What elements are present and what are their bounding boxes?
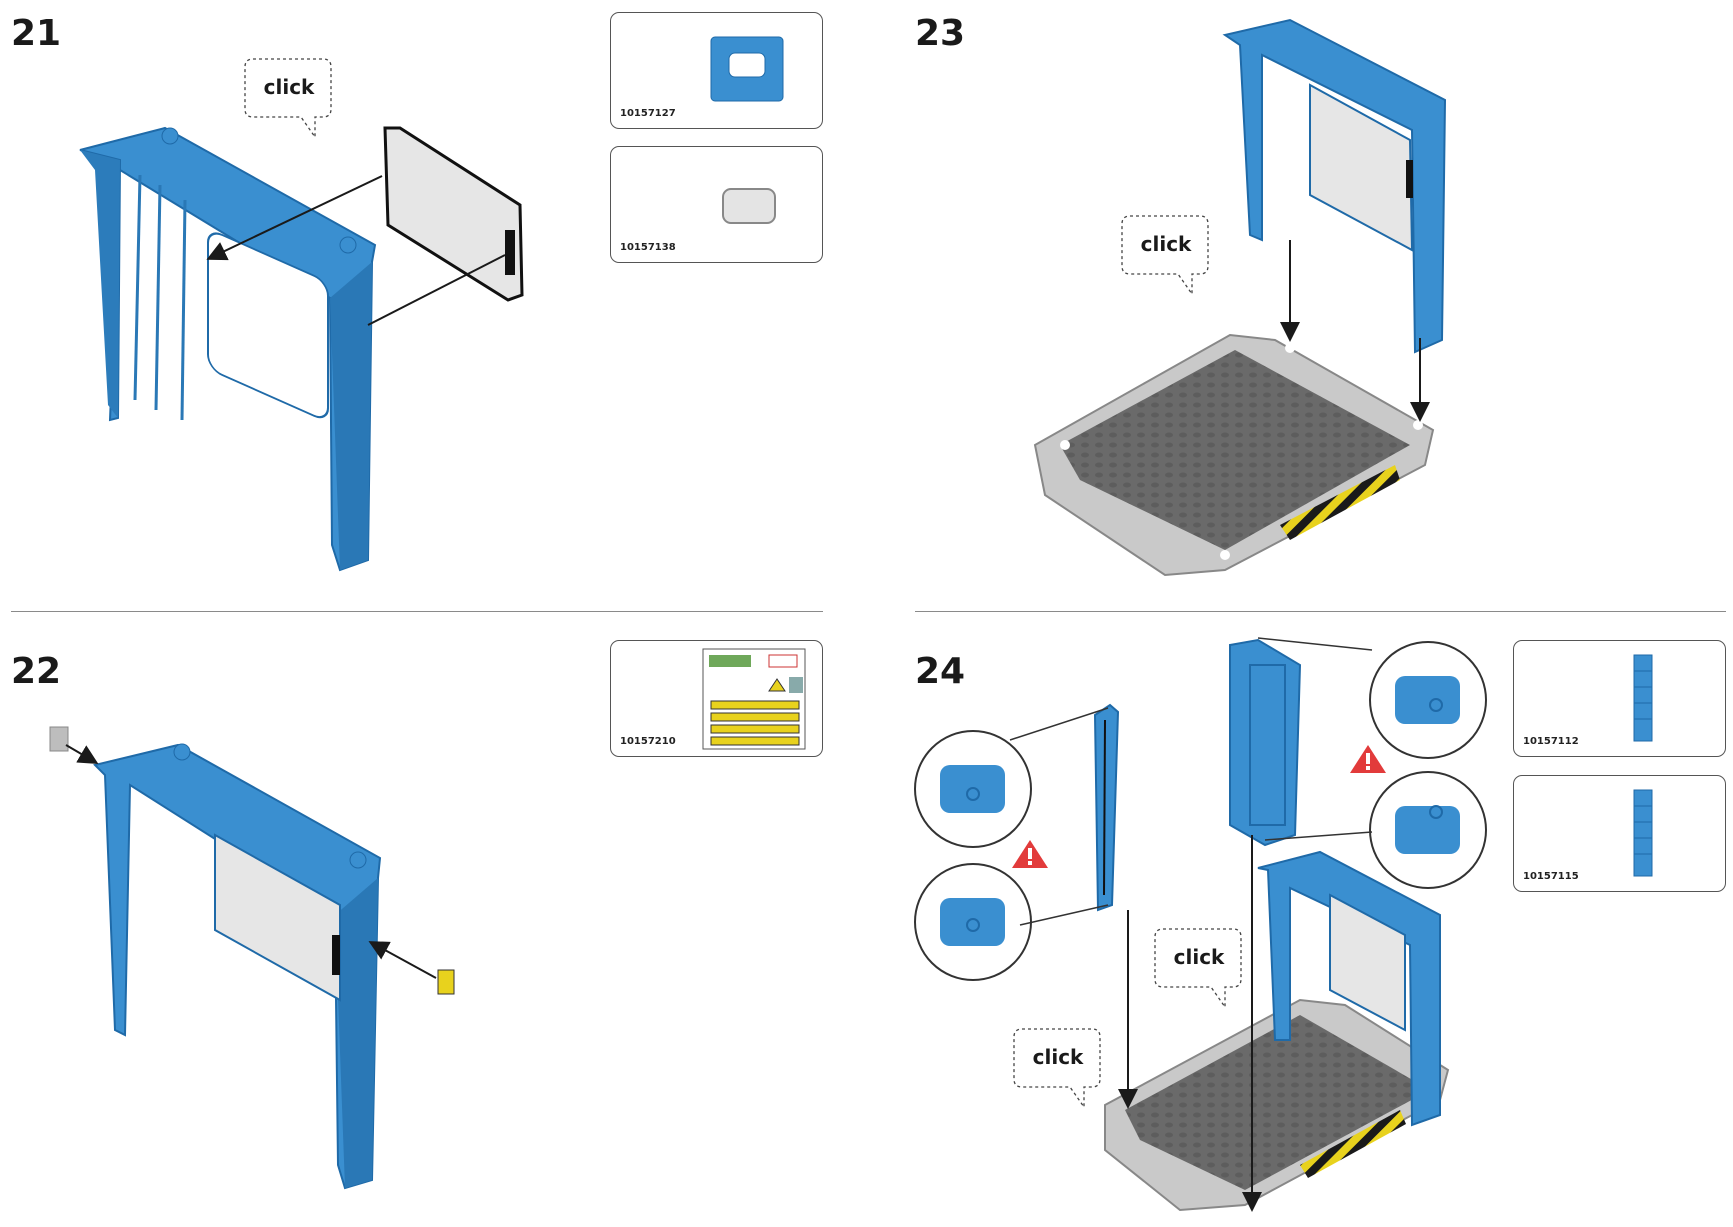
part-glass-icon <box>722 188 776 224</box>
part-sticker-sheet-icon <box>702 648 806 750</box>
step-number-21: 21 <box>11 13 62 54</box>
click-bubble-step24-a: click <box>1153 927 1245 1011</box>
part-box-10157138: 10157138 <box>610 146 823 263</box>
step23-wall <box>1222 18 1447 354</box>
step21-guide-2 <box>367 254 506 326</box>
step21-wall <box>79 126 377 572</box>
part-number: 10157210 <box>620 736 676 747</box>
step22-arrow-1 <box>65 744 99 765</box>
part-box-10157127: 10157127 <box>610 12 823 129</box>
click-bubble-step21: click <box>243 57 335 141</box>
part-box-10157210: 10157210 <box>610 640 823 757</box>
step22-arrow-2 <box>368 941 437 979</box>
step21-window-pane <box>383 126 524 302</box>
zoom-callout-icon <box>914 637 1487 981</box>
step22-sticker-gray <box>49 726 69 752</box>
divider-left <box>11 611 823 612</box>
part-box-10157112: 10157112 <box>1513 640 1726 757</box>
step24-pillar-left <box>1093 703 1120 912</box>
step-number-23: 23 <box>915 13 966 54</box>
part-box-10157115: 10157115 <box>1513 775 1726 892</box>
step23-floor <box>1033 333 1435 577</box>
step22-wall <box>93 743 382 1190</box>
step21-arrow-1 <box>206 175 383 261</box>
step-number-22: 22 <box>11 651 62 692</box>
step24-pillar-right <box>1229 638 1302 847</box>
divider-right <box>915 611 1726 612</box>
part-pillar-icon <box>1633 654 1653 742</box>
warning-icon <box>1012 745 1386 868</box>
click-bubble-step23: click <box>1120 214 1212 298</box>
part-number: 10157115 <box>1523 871 1579 882</box>
part-number: 10157127 <box>620 108 676 119</box>
part-pillar-icon <box>1633 789 1653 877</box>
step-number-24: 24 <box>915 651 966 692</box>
click-bubble-step24-b: click <box>1012 1027 1104 1111</box>
part-number: 10157112 <box>1523 736 1579 747</box>
step22-sticker-yellow <box>437 969 455 995</box>
step24-wall <box>1257 850 1441 1127</box>
part-number: 10157138 <box>620 242 676 253</box>
part-wall-icon <box>710 36 784 102</box>
